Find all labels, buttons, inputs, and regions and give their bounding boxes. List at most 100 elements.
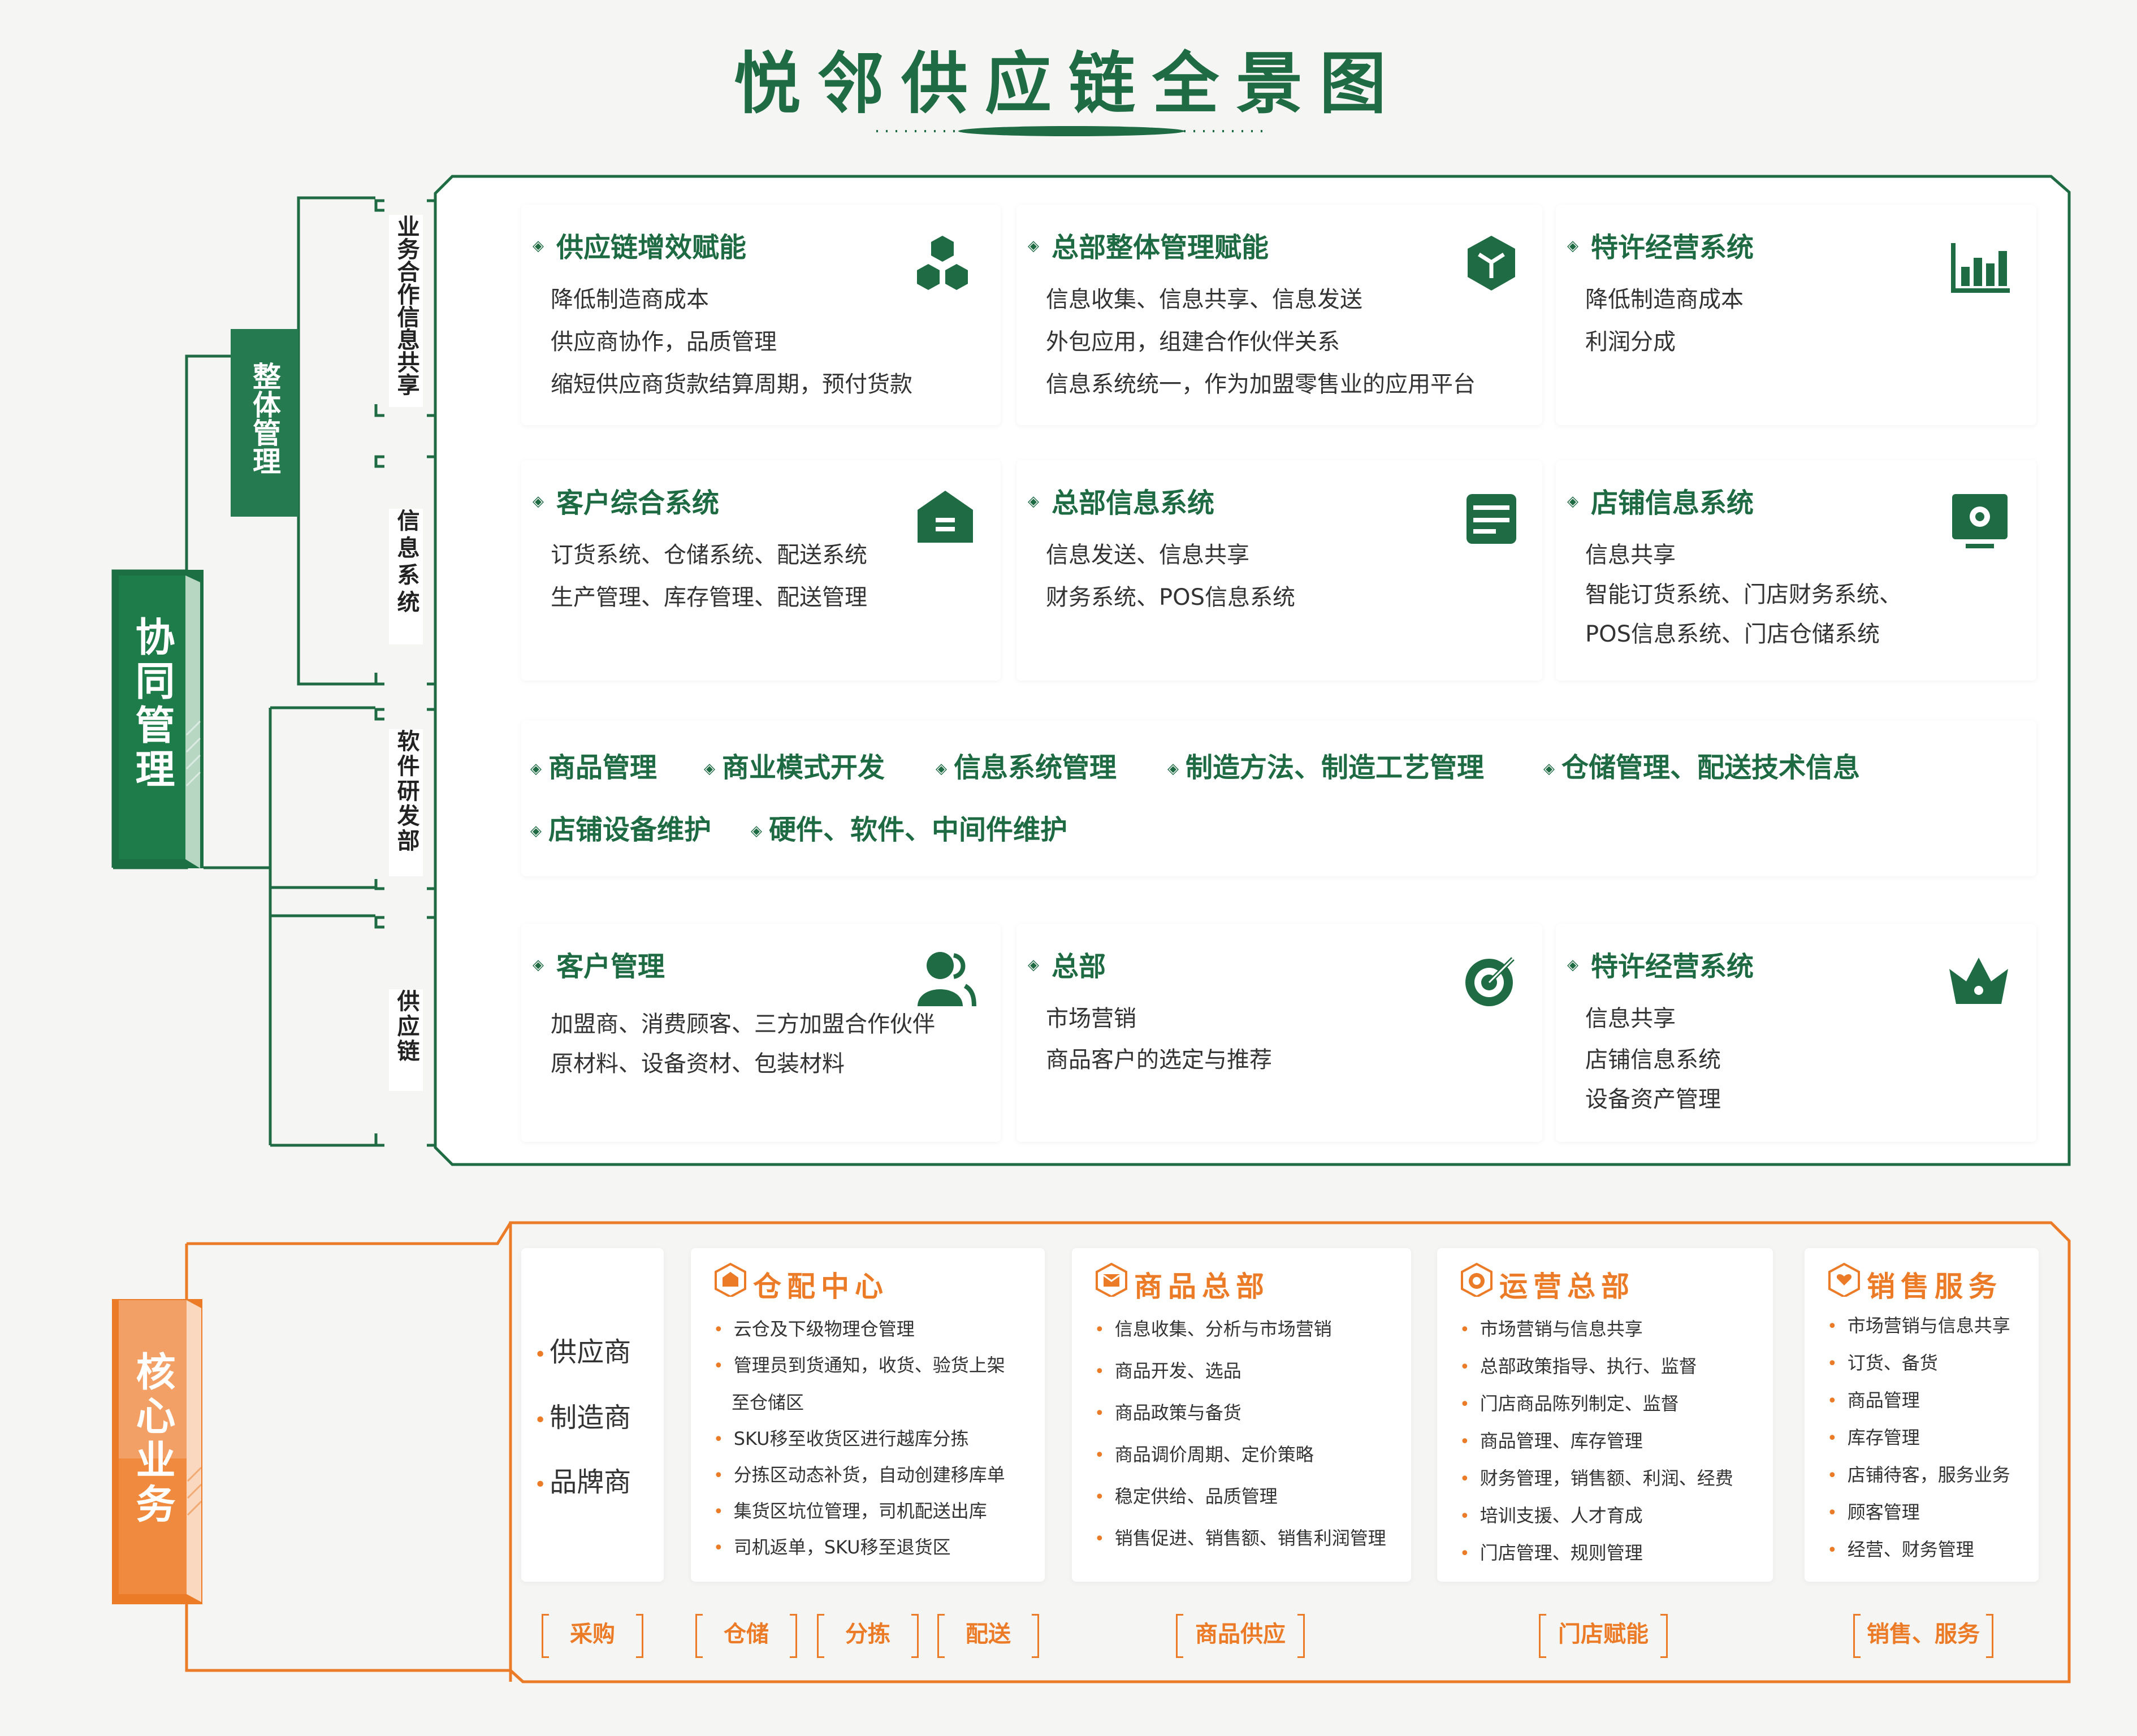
- card-franchise-1: ◈特许经营系统 降低制造商成本 利润分成: [1556, 205, 2036, 425]
- list-item: •司机返单，SKU移至退货区: [713, 1536, 951, 1558]
- collab-label: 协同管理: [129, 616, 175, 793]
- card-hq-info-system: ◈总部信息系统 信息发送、信息共享 财务系统、POS信息系统: [1016, 460, 1542, 681]
- stage-label: 采购: [542, 1614, 643, 1658]
- rd-item: ◈商品管理: [530, 752, 657, 783]
- warehouse-card: 仓配中心 •云仓及下级物理仓管理 •管理员到货通知，收货、验货上架 至仓储区 •…: [691, 1248, 1045, 1582]
- card-franchise-2: ◈特许经营系统 信息共享 店铺信息系统 设备资产管理: [1556, 924, 2036, 1142]
- document-icon: [1467, 494, 1516, 544]
- warehouse-icon: [715, 1263, 746, 1297]
- overall-mgmt-label: 整体管理: [248, 362, 281, 475]
- supplier-item: •供应商: [534, 1336, 631, 1368]
- card-hq: ◈总部 市场营销 商品客户的选定与推荐: [1016, 924, 1542, 1142]
- diamond-icon: ◈: [1028, 237, 1039, 254]
- diamond-icon: ◈: [1167, 760, 1179, 777]
- diamond-icon: ◈: [1567, 956, 1578, 973]
- card-supply-efficiency: ◈供应链增效赋能 降低制造商成本 供应商协作，品质管理 缩短供应商货款结算周期，…: [521, 205, 1001, 425]
- card-line: 信息发送、信息共享: [1046, 542, 1249, 568]
- list-item: •商品政策与备货: [1095, 1402, 1241, 1423]
- list-item: •顾客管理: [1827, 1501, 1920, 1523]
- title-underline: [876, 126, 1266, 136]
- monitor-gear-icon: [1952, 494, 2008, 548]
- card-line: 市场营销: [1046, 1006, 1136, 1032]
- collab-bar: [113, 570, 204, 868]
- envelope-icon: [1096, 1263, 1127, 1297]
- supplier-card: [521, 1248, 664, 1582]
- users-icon: [918, 952, 976, 1007]
- list-item: •门店管理、规则管理: [1460, 1542, 1643, 1564]
- diamond-icon: ◈: [533, 956, 544, 973]
- crown-icon: [1949, 958, 2008, 1004]
- stage-label: 仓储: [695, 1614, 797, 1658]
- card-line: 原材料、设备资材、包装材料: [551, 1051, 845, 1077]
- list-item: •财务管理，销售额、利润、经费: [1460, 1467, 1733, 1489]
- overall-mgmt-box: [231, 329, 299, 517]
- card-line: 生产管理、库存管理、配送管理: [551, 585, 867, 611]
- target-icon: [1465, 957, 1515, 1006]
- list-item: 至仓储区: [732, 1392, 804, 1413]
- home-icon: [918, 491, 973, 543]
- stage-label: 分拣: [817, 1614, 919, 1658]
- card-line: 降低制造商成本: [551, 287, 709, 313]
- card-line: 商品客户的选定与推荐: [1046, 1047, 1272, 1073]
- card-hq-empower: ◈总部整体管理赋能 信息收集、信息共享、信息发送 外包应用，组建合作伙伴关系 信…: [1016, 205, 1542, 425]
- stage-label: 配送: [937, 1614, 1039, 1658]
- card-line: 订货系统、仓储系统、配送系统: [551, 542, 867, 568]
- card-line: 供应商协作，品质管理: [551, 329, 777, 355]
- list-item: •管理员到货通知，收货、验货上架: [713, 1354, 1005, 1376]
- card-line: 智能订货系统、门店财务系统、: [1585, 582, 1902, 608]
- dept-label-supply-chain: 供应链: [389, 989, 423, 1091]
- diamond-icon: ◈: [751, 822, 762, 839]
- diamond-icon: ◈: [1567, 237, 1578, 254]
- diamond-icon: ◈: [533, 237, 544, 254]
- card-line: 财务系统、POS信息系统: [1046, 585, 1295, 611]
- dept-label-info-system: 信息系统: [389, 509, 423, 644]
- list-item: •信息收集、分析与市场营销: [1095, 1318, 1332, 1340]
- list-item: •订货、备货: [1827, 1352, 1938, 1374]
- card-line: 店铺信息系统: [1585, 1047, 1721, 1073]
- card-customer-system: ◈客户综合系统 订货系统、仓储系统、配送系统 生产管理、库存管理、配送管理: [521, 460, 1001, 681]
- card-line: 信息共享: [1585, 1006, 1676, 1032]
- list-item: •SKU移至收货区进行越库分拣: [713, 1428, 969, 1449]
- list-item: •总部政策指导、执行、监督: [1460, 1356, 1697, 1377]
- card-line: 降低制造商成本: [1585, 287, 1744, 313]
- rd-item: ◈硬件、软件、中间件维护: [751, 814, 1068, 846]
- merchandise-card: 商品总部 •信息收集、分析与市场营销 •商品开发、选品 •商品政策与备货 •商品…: [1072, 1248, 1411, 1582]
- list-item: •分拣区动态补货，自动创建移库单: [713, 1464, 1005, 1486]
- rd-item: ◈店铺设备维护: [530, 814, 712, 846]
- dept-label-rd: 软件研发部: [389, 729, 423, 876]
- core-label: 核心业务: [129, 1351, 176, 1527]
- sales-service-card: 销售服务 •市场营销与信息共享 •订货、备货 •商品管理 •库存管理 •店铺待客…: [1805, 1248, 2039, 1582]
- cubes-icon: [917, 236, 968, 290]
- supplier-item: •制造商: [534, 1402, 631, 1434]
- card-customer-mgmt: ◈客户管理 加盟商、消费顾客、三方加盟合作伙伴 原材料、设备资材、包装材料: [521, 924, 1001, 1142]
- rd-item: ◈商业模式开发: [704, 752, 885, 783]
- rd-item: ◈制造方法、制造工艺管理: [1167, 752, 1485, 783]
- card-line: 利润分成: [1585, 329, 1676, 355]
- card-store-info-system: ◈店铺信息系统 信息共享 智能订货系统、门店财务系统、 POS信息系统、门店仓储…: [1556, 460, 2036, 681]
- dept-label-business: 业务合作信息共享: [389, 215, 423, 407]
- diamond-icon: ◈: [533, 493, 544, 510]
- list-item: •库存管理: [1827, 1427, 1920, 1448]
- core-frame: [509, 1221, 2071, 1683]
- list-item: •培训支援、人才育成: [1460, 1505, 1643, 1526]
- card-line: 设备资产管理: [1585, 1086, 1721, 1112]
- page-title: 悦邻供应链全景图: [733, 45, 1403, 123]
- card-line: 缩短供应商货款结算周期，预付货款: [551, 371, 912, 397]
- diamond-icon: ◈: [936, 760, 947, 777]
- list-item: •商品调价周期、定价策略: [1095, 1444, 1314, 1465]
- diamond-icon: ◈: [1543, 760, 1555, 777]
- core-bar: [112, 1299, 202, 1604]
- list-item: •商品管理、库存管理: [1460, 1430, 1643, 1452]
- bar-chart-icon: [1951, 243, 2010, 293]
- diamond-icon: ◈: [1028, 493, 1039, 510]
- card-line: 加盟商、消费顾客、三方加盟合作伙伴: [551, 1011, 935, 1037]
- diamond-icon: ◈: [1567, 493, 1578, 510]
- list-item: •云仓及下级物理仓管理: [713, 1318, 915, 1340]
- card-rd-items: [521, 720, 2036, 876]
- heart-hand-icon: [1828, 1263, 1860, 1297]
- list-item: •商品开发、选品: [1095, 1360, 1241, 1382]
- target-icon: [1461, 1263, 1493, 1297]
- card-line: 信息收集、信息共享、信息发送: [1046, 287, 1362, 313]
- list-item: •门店商品陈列制定、监督: [1460, 1393, 1679, 1414]
- stage-label: 门店赋能: [1539, 1614, 1668, 1658]
